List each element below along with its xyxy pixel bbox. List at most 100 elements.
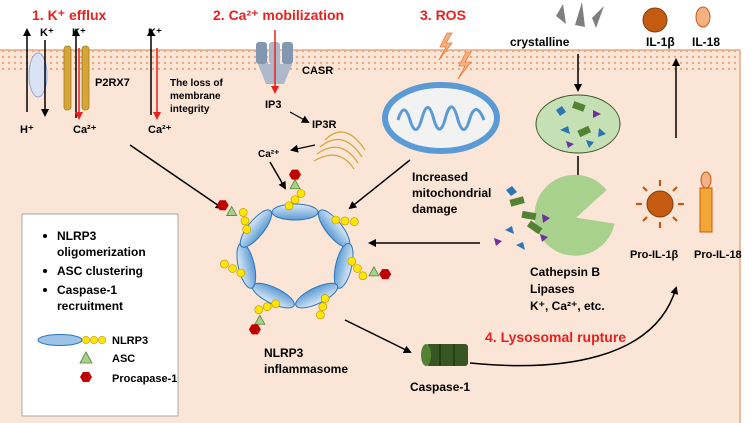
nlrp3-segment <box>271 203 319 221</box>
il-1b-label: IL-1β <box>646 35 675 49</box>
pyd-bead <box>316 310 325 320</box>
procaspase-marker <box>216 200 229 211</box>
ip3r-label: IP3R <box>312 119 337 131</box>
k-efflux-to-inflammasome-arrow <box>129 144 224 210</box>
crystalline-label: crystalline <box>510 35 570 49</box>
pyd-bead <box>228 264 237 273</box>
ions-label: K⁺, Ca²⁺, etc. <box>530 299 605 313</box>
pyd-bead <box>254 305 264 315</box>
legend-key-procaspase-icon <box>80 372 92 382</box>
pro-il-18-label: Pro-IL-18 <box>694 249 742 261</box>
ca-to-inflammasome-arrow <box>269 161 286 190</box>
heading-k-efflux: 1. K⁺ efflux <box>32 7 107 23</box>
legend-oligomerization-line1: NLRP3 <box>57 229 97 243</box>
h-channel <box>28 52 48 98</box>
legend-key-nlrp3-label: NLRP3 <box>112 335 148 347</box>
lightning-icon-1 <box>438 32 453 61</box>
loss-of-integrity-line3: integrity <box>170 104 210 115</box>
endoplasmic-reticulum <box>313 131 366 170</box>
asc-marker <box>254 314 266 325</box>
il-18-mature-icon <box>695 6 711 28</box>
lysosome-intact <box>535 94 621 154</box>
nlrp3-segment <box>239 209 273 248</box>
ca-label-1: Ca²⁺ <box>73 124 97 136</box>
pyd-bead <box>340 216 350 226</box>
legend-bullet-1 <box>43 234 47 238</box>
ca-label-3: Ca²⁺ <box>258 149 279 160</box>
heading-lysosomal-rupture: 4. Lysosomal rupture <box>485 329 626 345</box>
pyd-bead <box>349 217 359 226</box>
procaspase-marker <box>248 324 261 335</box>
mito-damage-line1: Increased <box>412 170 468 184</box>
procaspase-marker <box>289 169 301 180</box>
pyd-bead <box>347 256 357 266</box>
pyd-bead <box>358 271 368 281</box>
asc-marker <box>368 266 380 277</box>
pyd-bead <box>271 299 281 309</box>
heading-ros: 3. ROS <box>420 7 466 23</box>
pro-il-18-icon <box>699 171 713 233</box>
pyd-bead <box>238 208 248 217</box>
k-label-2: K⁺ <box>72 27 86 39</box>
nlrp3-segment <box>295 282 339 309</box>
legend-box <box>21 213 179 417</box>
crystalline-icon <box>556 2 604 28</box>
nlrp3-segment <box>333 242 354 289</box>
pyd-bead <box>240 216 250 226</box>
h-label: H⁺ <box>20 124 34 136</box>
pyd-bead <box>236 268 246 278</box>
legend-key-asc-icon <box>79 351 93 364</box>
loss-of-integrity-line2: membrane <box>170 91 221 102</box>
mito-damage-line2: mitochondrial <box>412 186 491 200</box>
caspase-1-label: Caspase-1 <box>410 380 470 394</box>
casr-receptor <box>256 42 293 84</box>
inflammasome-label-line2: inflammasome <box>264 362 348 376</box>
ip3r-to-ca-arrow <box>290 144 316 153</box>
ip3-to-ip3r-arrow <box>289 111 310 123</box>
cathepsin-label: Cathepsin B <box>530 265 600 279</box>
lipases-label: Lipases <box>530 282 575 296</box>
p2rx7-label: P2RX7 <box>95 77 130 89</box>
inflammasome-to-caspase-arrow <box>344 319 412 353</box>
legend-key-asc-label: ASC <box>112 353 135 365</box>
cell-membrane <box>0 50 740 72</box>
legend-bullet-2 <box>43 269 47 273</box>
pyd-bead <box>353 264 362 273</box>
pyd-bead <box>320 294 330 303</box>
inflammasome-label-line1: NLRP3 <box>264 346 304 360</box>
ros-to-inflammasome-arrow <box>348 159 411 210</box>
pyd-bead <box>242 225 251 234</box>
p2rx7-channel-right <box>81 45 90 111</box>
loss-of-integrity-line1: The loss of <box>170 78 223 89</box>
k-label-3: K⁺ <box>148 27 162 39</box>
legend-asc-clustering: ASC clustering <box>57 264 143 278</box>
ca-label-2: Ca²⁺ <box>148 124 172 136</box>
legend-oligomerization-line2: oligomerization <box>57 245 146 259</box>
legend-key-procaspase-label: Procapase-1 <box>112 373 177 385</box>
mitochondrion-icon <box>382 82 500 154</box>
il-18-label: IL-18 <box>692 35 720 49</box>
lightning-icon-2 <box>457 51 472 80</box>
heading-ca-mobilization: 2. Ca²⁺ mobilization <box>213 7 344 23</box>
pro-il-1b-icon <box>636 180 684 228</box>
mito-damage-line3: damage <box>412 202 458 216</box>
nlrp3-inflammasome-ring <box>216 169 392 335</box>
procaspase-marker <box>379 269 392 280</box>
asc-marker <box>225 205 238 216</box>
legend-key-nlrp3-icon <box>37 334 106 346</box>
ip3-label: IP3 <box>265 99 282 111</box>
pro-il-1b-label: Pro-IL-1β <box>630 249 679 261</box>
legend-caspase-recruitment-line2: recruitment <box>57 299 123 313</box>
p2rx7-channel-left <box>63 45 72 111</box>
legend-bullet-3 <box>43 288 47 292</box>
pyd-bead <box>220 259 229 269</box>
k-label-1: K⁺ <box>40 27 54 39</box>
pyd-bead <box>262 302 272 312</box>
pyd-bead <box>331 215 341 225</box>
pyd-bead <box>296 189 306 198</box>
caspase-to-pro-il-arrow <box>469 286 679 367</box>
il-1b-mature-icon <box>642 7 668 33</box>
asc-marker <box>289 178 301 190</box>
